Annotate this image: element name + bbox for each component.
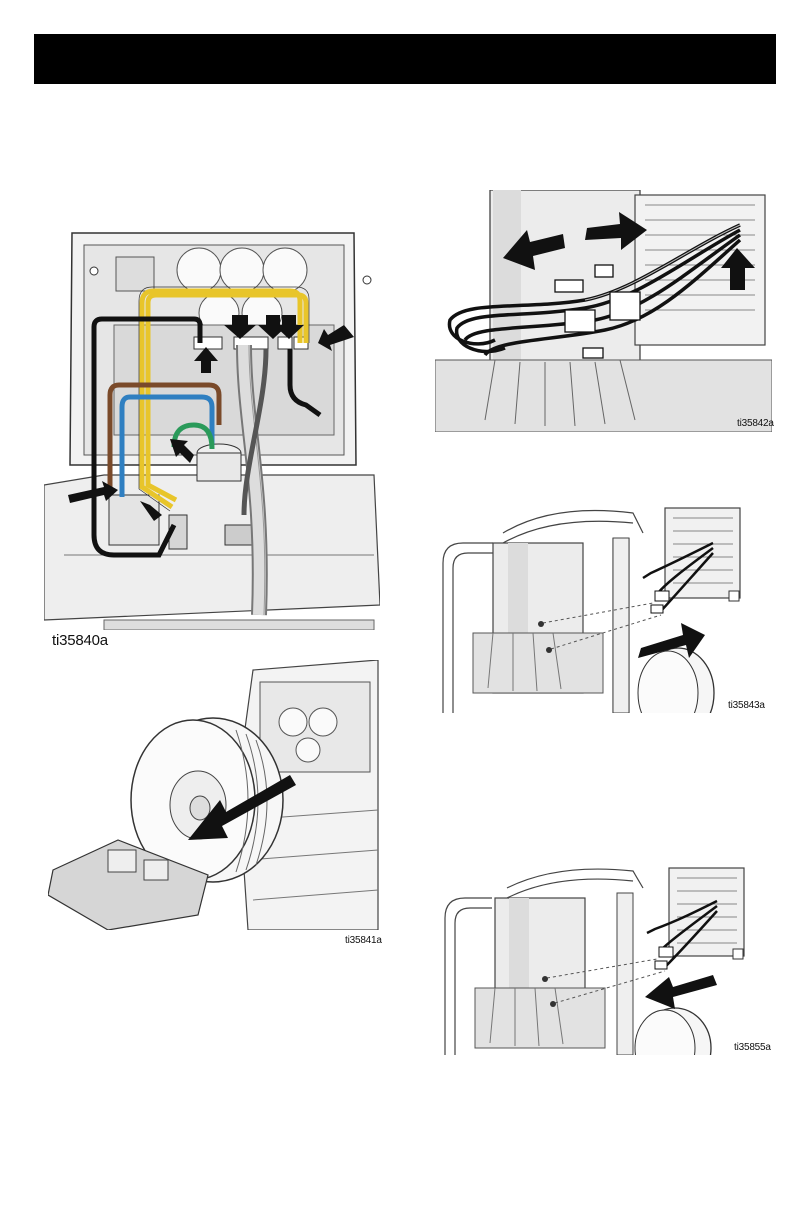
figure-control-board-wiring (44, 225, 380, 630)
figure-remove-module (433, 503, 770, 713)
figure-install-module (437, 863, 770, 1055)
cable-connectors-illustration (435, 190, 772, 432)
install-module-illustration (437, 863, 770, 1055)
figure-id-label: ti35842a (737, 418, 774, 429)
figure-id-label: ti35843a (728, 700, 765, 711)
figure-id-label: ti35840a (52, 632, 108, 649)
section-header-bar (34, 34, 776, 84)
remove-module-illustration (433, 503, 770, 713)
figure-remove-cover (48, 660, 380, 930)
remove-cover-illustration (48, 660, 380, 930)
control-board-illustration (44, 225, 380, 630)
figure-cable-connectors (435, 190, 772, 432)
figure-id-label: ti35855a (734, 1042, 771, 1053)
figure-id-label: ti35841a (345, 935, 382, 946)
